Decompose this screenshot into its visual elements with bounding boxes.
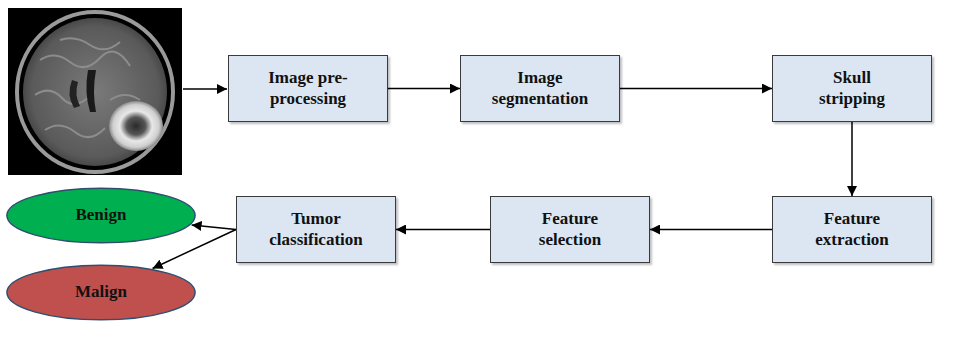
- process-box: Skull stripping: [772, 55, 932, 122]
- box-label: Image segmentation: [478, 68, 603, 109]
- flow-arrow: [620, 88, 772, 90]
- result-ellipse: Benign: [5, 187, 197, 244]
- ventricle: [69, 80, 80, 108]
- skull-ring: [17, 12, 173, 172]
- box-label: Benign: [41, 205, 161, 225]
- box-label: Image pre- processing: [258, 68, 358, 109]
- process-box: Image pre- processing: [228, 55, 388, 122]
- flow-arrow: [851, 122, 853, 196]
- ventricle: [86, 70, 96, 112]
- result-ellipse: Malign: [5, 264, 197, 321]
- process-box: Tumor classification: [236, 196, 396, 263]
- tumor: [109, 101, 163, 151]
- box-label: Feature selection: [515, 209, 625, 250]
- flow-arrow: [396, 229, 490, 231]
- process-box: Feature extraction: [772, 196, 932, 263]
- process-box: Image segmentation: [460, 55, 620, 122]
- brain: [23, 18, 167, 166]
- process-box: Feature selection: [490, 196, 650, 263]
- flow-arrow: [192, 225, 236, 230]
- ellipse-shape: [7, 265, 195, 320]
- box-label: Malign: [41, 282, 161, 302]
- ellipse-shape: [7, 188, 195, 243]
- mri-frame: [8, 8, 182, 175]
- box-label: Skull stripping: [802, 68, 902, 109]
- flow-arrow: [388, 88, 460, 90]
- box-label: Feature extraction: [797, 209, 907, 250]
- box-label: Tumor classification: [254, 209, 379, 250]
- input-arrow: [183, 88, 227, 90]
- flow-arrow: [650, 229, 772, 231]
